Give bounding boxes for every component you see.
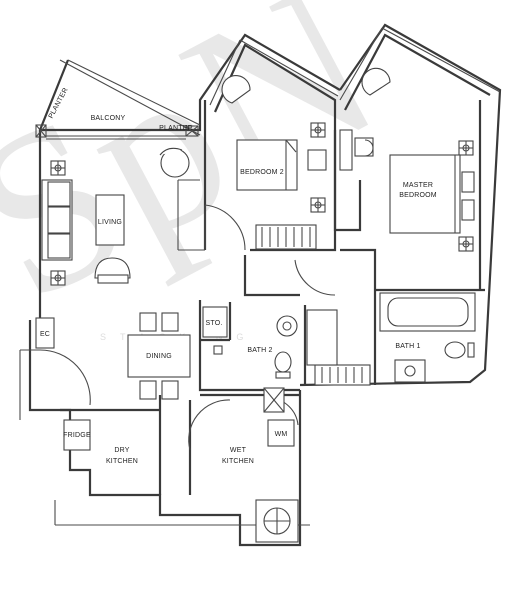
- lamp-icon: [458, 140, 474, 156]
- living-furniture: [41, 147, 190, 284]
- doors: [39, 204, 336, 451]
- label-store: STO.: [205, 320, 222, 327]
- label-wet-line2: KITCHEN: [222, 458, 254, 465]
- label-living: LIVING: [98, 219, 122, 226]
- label-bath-2: BATH 2: [247, 347, 272, 354]
- master-bedroom-furniture: [339, 67, 475, 234]
- bath-2-fixtures: [202, 306, 298, 379]
- label-master-line1: MASTER: [403, 182, 433, 189]
- label-master-line2: BEDROOM: [399, 192, 437, 199]
- dining-furniture: [127, 312, 191, 400]
- master-bedroom-walls: [333, 27, 501, 290]
- bath-1-fixtures: [306, 292, 476, 386]
- bedroom-2-furniture: [221, 75, 327, 250]
- label-planter-top: PLANTER: [159, 125, 193, 132]
- label-balcony: BALCONY: [91, 115, 126, 122]
- kitchen-fixtures: [63, 387, 299, 543]
- lamp-icon: [50, 270, 66, 286]
- ec-box: [35, 317, 55, 349]
- label-fridge: FRIDGE: [63, 432, 91, 439]
- label-dry-line2: KITCHEN: [106, 458, 138, 465]
- lamp-icon: [310, 122, 326, 138]
- lamp-icon: [310, 197, 326, 213]
- lamp-icon: [50, 160, 66, 176]
- label-ec: EC: [40, 331, 50, 338]
- label-bedroom-2: BEDROOM 2: [240, 169, 284, 176]
- label-bath-1: BATH 1: [395, 343, 420, 350]
- lamp-icon: [458, 236, 474, 252]
- label-wet-line1: WET: [230, 447, 247, 454]
- balcony-frame: [35, 124, 199, 140]
- label-dining: DINING: [146, 353, 172, 360]
- label-dry-line1: DRY: [114, 447, 129, 454]
- light-fixtures: [50, 122, 474, 286]
- label-wm: WM: [275, 431, 288, 438]
